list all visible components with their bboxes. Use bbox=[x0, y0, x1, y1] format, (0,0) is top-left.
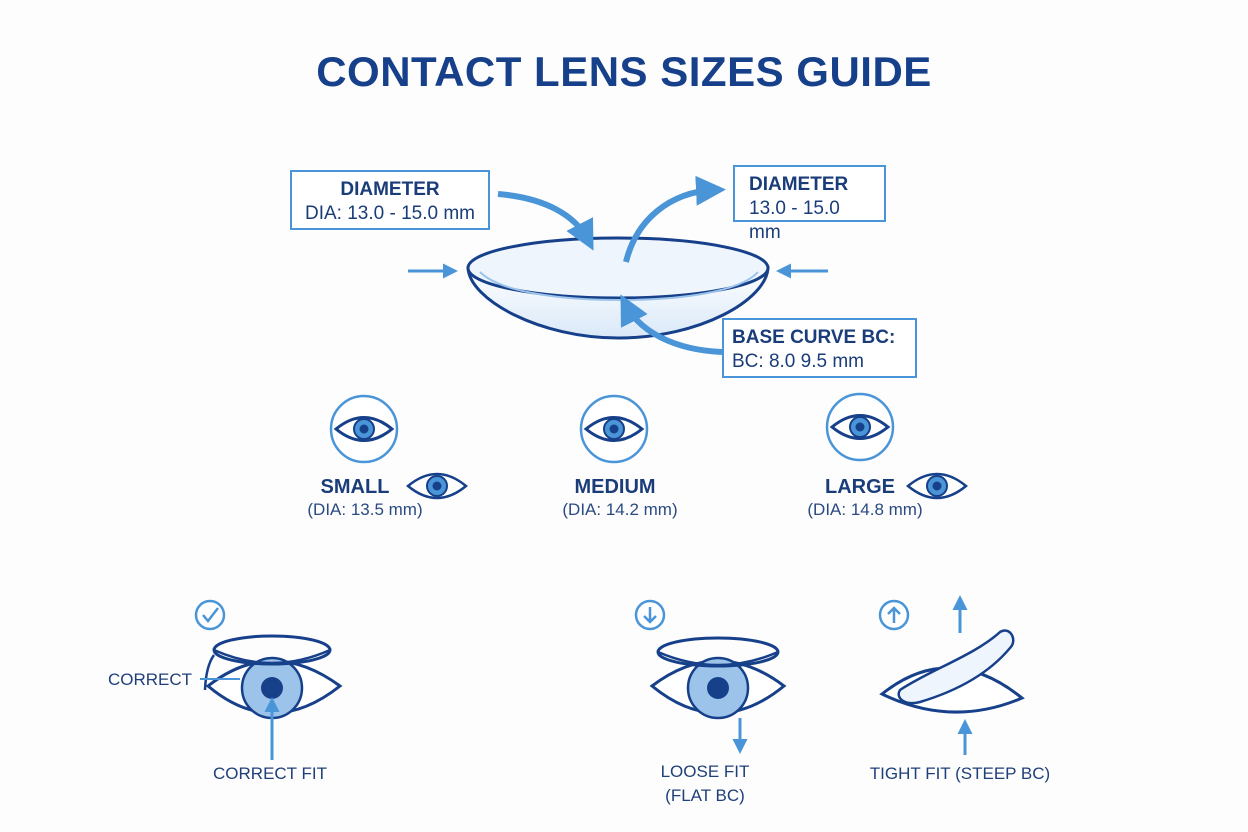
size-large-dia: (DIA: 14.8 mm) bbox=[807, 500, 923, 519]
loose-fit-label: LOOSE FIT (FLAT BC) bbox=[630, 760, 780, 808]
check-circle-icon bbox=[194, 599, 226, 631]
size-medium-dia: (DIA: 14.2 mm) bbox=[562, 500, 678, 519]
diameter-label-left: DIAMETER DIA: 13.0 - 15.0 mm bbox=[290, 170, 490, 230]
diameter-label-right: DIAMETER 13.0 - 15.0 mm bbox=[733, 165, 886, 243]
base-curve-label-title: BASE CURVE BC: bbox=[732, 327, 896, 348]
eye-icon bbox=[825, 392, 895, 462]
diameter-right-arrow bbox=[623, 175, 726, 263]
diameter-label-right-title: DIAMETER bbox=[749, 174, 849, 195]
eye-icon bbox=[406, 472, 468, 500]
arrow-down-circle-icon bbox=[634, 599, 666, 631]
correct-fit-label: CORRECT FIT bbox=[213, 764, 327, 783]
diameter-left-arrow bbox=[497, 191, 594, 251]
size-small-name: SMALL bbox=[320, 476, 390, 498]
size-small-dia: (DIA: 13.5 mm) bbox=[307, 500, 423, 519]
size-large-name: LARGE bbox=[825, 476, 895, 498]
size-medium-name: MEDIUM bbox=[574, 476, 656, 498]
contact-lens-illustration bbox=[466, 236, 770, 340]
tight-fit-label: TIGHT FIT (STEEP BC) bbox=[869, 764, 1051, 783]
base-curve-label: BASE CURVE BC: BC: 8.0 9.5 mm bbox=[722, 318, 917, 378]
eye-icon bbox=[329, 394, 399, 464]
diameter-label-left-title: DIAMETER bbox=[340, 179, 440, 200]
page-title: CONTACT LENS SIZES GUIDE bbox=[316, 48, 932, 95]
tight-fit-eye-illustration bbox=[879, 595, 1025, 755]
diameter-label-left-value: DIA: 13.0 - 15.0 mm bbox=[304, 203, 475, 224]
correct-fit-eye-illustration bbox=[200, 634, 343, 760]
arrow-up-circle-icon bbox=[878, 599, 910, 631]
base-curve-arrow bbox=[620, 294, 723, 355]
diameter-label-right-value: 13.0 - 15.0 mm bbox=[749, 198, 840, 243]
eye-icon bbox=[906, 472, 968, 500]
loose-fit-label-line1: LOOSE FIT bbox=[660, 762, 750, 781]
loose-fit-label-line2: (FLAT BC) bbox=[665, 786, 745, 805]
loose-fit-eye-illustration bbox=[649, 636, 787, 754]
eye-icon bbox=[579, 394, 649, 464]
correct-side-label: CORRECT bbox=[108, 670, 193, 689]
base-curve-label-value: BC: 8.0 9.5 mm bbox=[732, 351, 864, 372]
